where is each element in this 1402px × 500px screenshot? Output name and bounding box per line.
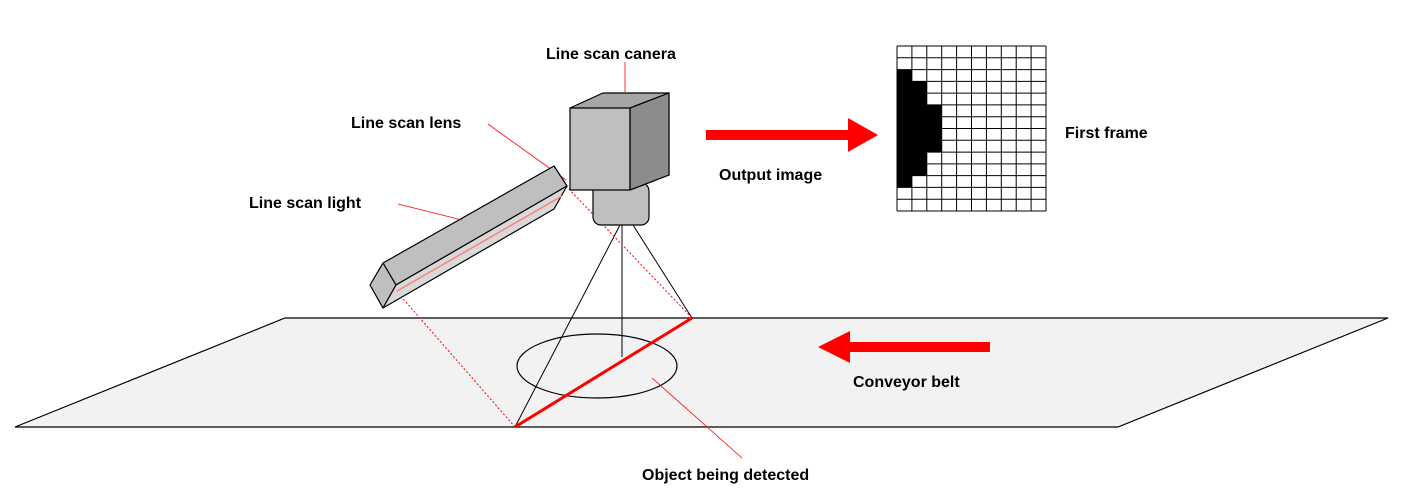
first-frame-label: First frame: [1065, 125, 1148, 142]
frame-pixel-filled: [897, 93, 912, 105]
conveyor-direction-arrow: [818, 331, 990, 363]
frame-pixel-filled: [911, 104, 927, 117]
frame-pixel-filled: [911, 128, 927, 141]
frame-pixel-filled: [911, 140, 927, 153]
frame-pixel-filled: [897, 163, 912, 176]
light-projection-lines: [397, 185, 693, 428]
object-label: Object being detected: [642, 467, 809, 484]
detected-object: [516, 333, 678, 399]
light-leader-line: [397, 203, 463, 221]
light-label: Line scan light: [249, 195, 362, 212]
frame-pixel-filled: [911, 152, 927, 164]
camera-field-of-view: [514, 224, 693, 428]
frame-pixel-filled: [897, 116, 912, 129]
frame-pixel-filled: [926, 104, 942, 117]
first-frame-grid: [896, 45, 1047, 212]
conveyor-belt-label: Conveyor belt: [853, 374, 960, 391]
frame-pixel-filled: [911, 116, 927, 129]
line-scan-camera: [569, 92, 670, 226]
line-scan-light: [369, 165, 568, 309]
object-leader-line: [651, 377, 743, 459]
lens-label: Line scan lens: [351, 115, 461, 132]
frame-pixel-filled: [897, 81, 912, 94]
scan-line: [514, 316, 693, 429]
frame-pixel-filled: [897, 104, 912, 117]
frame-pixel-filled: [926, 116, 942, 129]
camera-label: Line scan canera: [546, 46, 676, 63]
frame-pixel-filled: [897, 69, 912, 82]
frame-pixel-filled: [897, 152, 912, 164]
frame-pixel-filled: [926, 128, 942, 141]
frame-pixel-filled: [911, 163, 927, 176]
output-arrow: [706, 118, 878, 152]
frame-pixel-filled: [911, 93, 927, 105]
frame-pixel-filled: [897, 128, 912, 141]
frame-pixel-filled: [897, 140, 912, 153]
frame-pixel-filled: [911, 81, 927, 94]
output-image-label: Output image: [719, 167, 822, 184]
frame-pixel-filled: [926, 140, 942, 153]
frame-pixel-filled: [897, 175, 912, 188]
conveyor-belt: [14, 317, 1389, 428]
